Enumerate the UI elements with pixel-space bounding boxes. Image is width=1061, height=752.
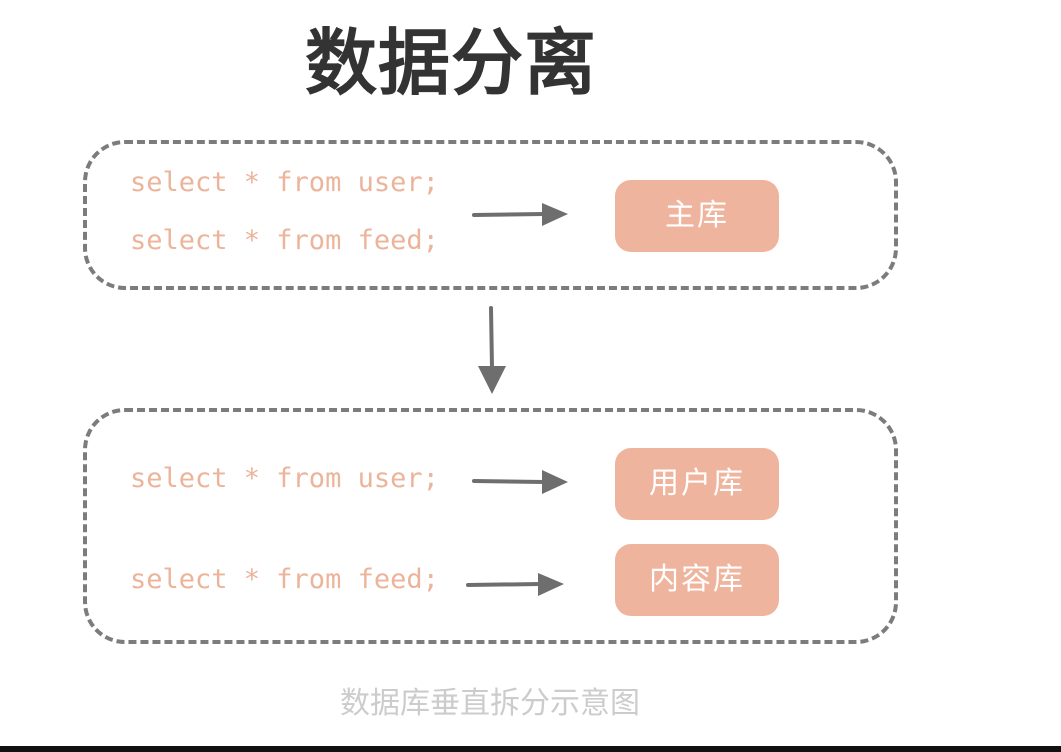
split-db-group bbox=[83, 408, 898, 644]
figure-caption: 数据库垂直拆分示意图 bbox=[340, 686, 640, 721]
bottom-edge-bar bbox=[0, 746, 1061, 752]
page-title: 数据分离 bbox=[305, 21, 598, 105]
arrow-to-master-db bbox=[472, 203, 568, 226]
query-user-top: select * from user; bbox=[130, 167, 439, 198]
arrow-to-user-db bbox=[472, 470, 568, 494]
user-db-box: 用户库 bbox=[615, 448, 779, 520]
master-db-box: 主库 bbox=[615, 180, 779, 252]
arrow-to-content-db bbox=[466, 573, 564, 596]
query-feed-top: select * from feed; bbox=[130, 225, 439, 256]
arrow-down-split bbox=[478, 306, 506, 394]
query-user-bottom: select * from user; bbox=[130, 463, 439, 494]
query-feed-bottom: select * from feed; bbox=[130, 564, 439, 595]
content-db-box: 内容库 bbox=[615, 544, 779, 616]
master-db-group bbox=[83, 140, 898, 290]
